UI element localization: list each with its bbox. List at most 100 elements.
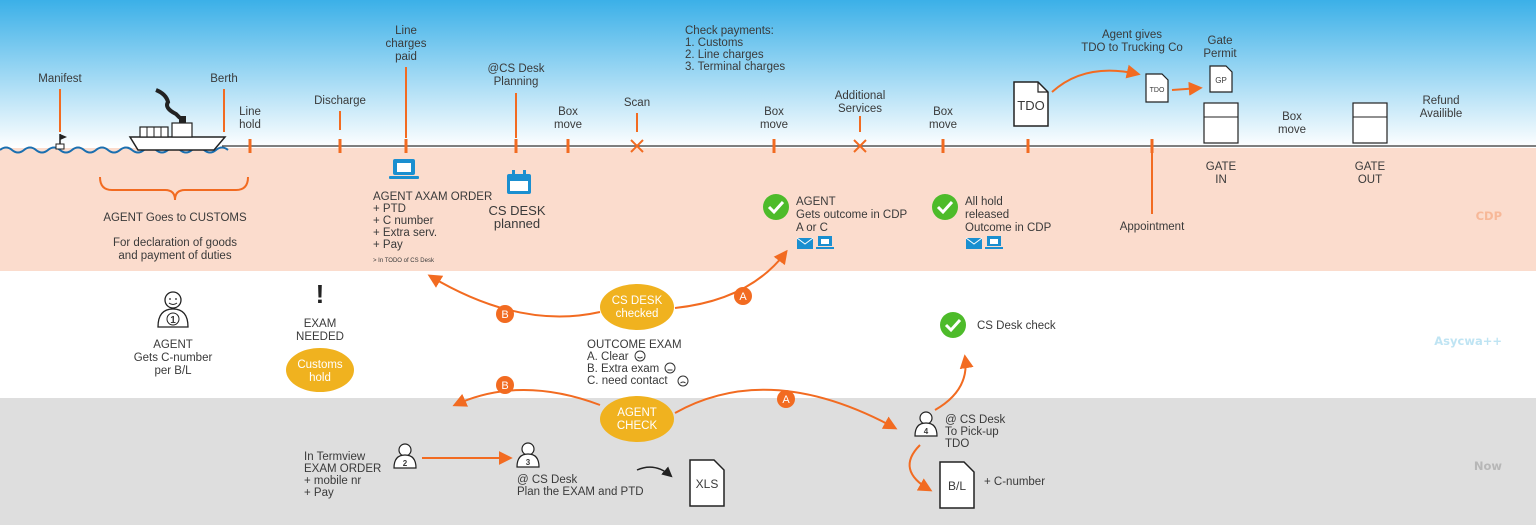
discharge-label: Discharge [314, 95, 366, 107]
scan-cross [630, 139, 644, 153]
gate-out-icon [1352, 102, 1388, 144]
check-icon-cs-desk-check [940, 312, 966, 338]
flow-arrow-to-cs-desk-check [934, 354, 974, 411]
agent-check-node [600, 396, 674, 442]
agent-badge-3: 3 [526, 458, 531, 467]
berth-label: Berth [210, 73, 238, 85]
additional-services-cross [853, 139, 867, 153]
agent-badge-4: 4 [924, 427, 929, 436]
tdo-small-document-icon: TDO [1145, 73, 1169, 103]
cdp-band-title: CDP [1476, 209, 1502, 223]
manifest-label: Manifest [38, 73, 82, 85]
pickup-to-bl-arrow [908, 444, 933, 492]
tdo-document-icon: TDO [1013, 81, 1049, 127]
flow-arrow-a-2 [674, 388, 898, 430]
flow-label-a-1: A [739, 291, 747, 303]
cross-markers [630, 139, 867, 153]
flow-badge-a-1 [734, 287, 752, 305]
flow-badge-b-2 [496, 376, 514, 394]
flow-badge-a-2 [777, 390, 795, 408]
tdo-small-label: TDO [1150, 87, 1165, 94]
ship-icon [128, 88, 227, 151]
flow-label-b-1: B [501, 309, 508, 321]
agent-badge-2: 2 [403, 459, 408, 468]
laptop-small-icon-2 [985, 236, 1003, 249]
smiley-neutral-icon [664, 362, 676, 374]
agent-badge-1: 1 [170, 315, 176, 326]
flow-label-a-2: A [782, 394, 790, 406]
laptop-icon [389, 159, 419, 179]
tdo-label: TDO [1017, 98, 1044, 113]
agent-4-icon: 4 [914, 411, 938, 437]
xls-document-icon: XLS [689, 459, 725, 507]
gate-permit-document-icon: GP [1209, 65, 1233, 93]
cs-desk-checked-node [600, 284, 674, 330]
tdo-arrow [1051, 64, 1141, 93]
laptop-small-icon-1 [816, 236, 834, 249]
flow-arrow-b-2 [452, 389, 601, 407]
gate-in-icon [1203, 102, 1239, 144]
c-number-label: + C-number [984, 476, 1045, 488]
now-band [0, 398, 1536, 525]
flow-arrow-b-to-agent-order [427, 274, 601, 318]
agent-3-icon: 3 [516, 442, 540, 468]
check-icon-agent-outcome [763, 194, 789, 220]
agent-customs-title: AGENT Goes to CUSTOMS [103, 212, 247, 224]
appointment-label: Appointment [1120, 221, 1185, 233]
cs-desk-check-label: CS Desk check [977, 320, 1056, 332]
asycuda-band-title: Asycwa++ [1434, 334, 1502, 348]
timeline-ticks [248, 139, 1154, 153]
to-xls-arrow [636, 466, 673, 478]
asycuda-band [0, 271, 1536, 398]
bl-label: B/L [948, 479, 966, 493]
customs-brace [99, 176, 249, 201]
mail-icon-1 [796, 237, 814, 249]
bl-document-icon: B/L [939, 461, 975, 509]
check-icon-all-hold [932, 194, 958, 220]
xls-label: XLS [696, 477, 719, 491]
flow-badge-b-1 [496, 305, 514, 323]
sky-band [0, 0, 1536, 148]
agent-1-icon: 1 [157, 291, 189, 328]
gp-label: GP [1215, 76, 1227, 85]
buoy-flag-icon [55, 134, 67, 150]
flow-label-b-2: B [501, 380, 508, 392]
tdo-to-gp-arrow [1171, 81, 1203, 96]
todo-note: > In TODO of CS Desk [373, 258, 435, 264]
exclamation-icon: ! [316, 279, 325, 309]
customs-hold-node [286, 348, 354, 392]
smiley-sad-icon [677, 375, 689, 387]
agent-2-icon: 2 [393, 443, 417, 469]
smiley-happy-icon [634, 350, 646, 362]
agent-exam-order: AGENT AXAM ORDER+ PTD+ C number+ Extra s… [373, 191, 492, 251]
